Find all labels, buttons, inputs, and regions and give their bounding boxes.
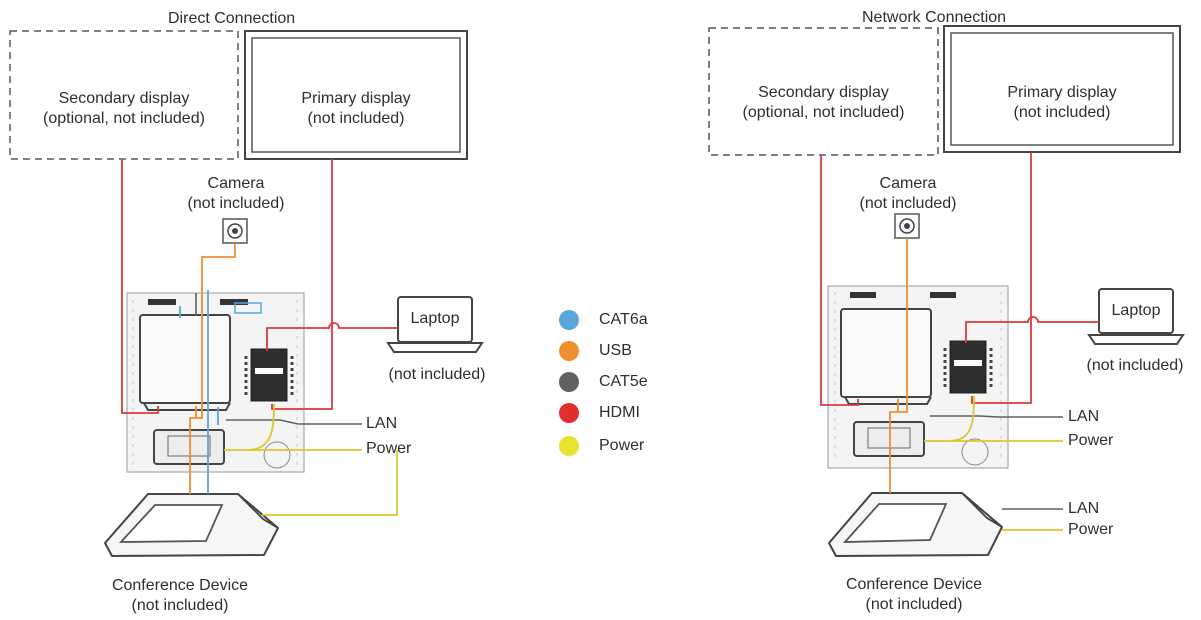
direct-primary-display-line1: Primary display (301, 90, 411, 107)
network-module-direct (244, 348, 294, 402)
direct-connection-diagram (9, 30, 484, 557)
network-conference-device-line1: Conference Device (845, 576, 983, 593)
direct-power-label: Power (366, 440, 412, 457)
network-laptop-screen-label: Laptop (1111, 302, 1161, 319)
network-connection-diagram (708, 25, 1185, 557)
legend-item-cat5e: CAT5e (559, 371, 648, 393)
network-secondary-display-line2: (optional, not included) (742, 104, 905, 121)
direct-laptop-screen-label: Laptop (410, 310, 460, 327)
power-supply-network (853, 421, 925, 457)
direct-primary-display-line2: (not included) (307, 110, 405, 127)
direct-laptop-note: (not included) (388, 366, 486, 383)
direct-conference-device-label: Conference Device (not included) (80, 576, 280, 616)
primary-display-network (943, 25, 1181, 153)
laptop-device-direct (386, 296, 484, 353)
legend-swatch-hdmi (559, 403, 579, 423)
direct-secondary-display-label: Secondary display (optional, not include… (20, 89, 228, 129)
network-secondary-display-line1: Secondary display (758, 84, 889, 101)
network-lan-top-label: LAN (1068, 408, 1100, 425)
cat6a-cables-direct (179, 290, 219, 494)
network-primary-display-line2: (not included) (1013, 104, 1111, 121)
conference-device-direct (104, 493, 279, 557)
direct-camera-label: Camera (not included) (166, 174, 306, 214)
secondary-display-network (708, 27, 939, 156)
direct-camera-line2: (not included) (187, 195, 285, 212)
legend-swatch-cat5e (559, 372, 579, 392)
power-cables-direct (224, 403, 398, 516)
network-connection-title: Network Connection (862, 9, 1007, 26)
direct-connection-title: Direct Connection (168, 10, 296, 27)
network-module-network (943, 340, 993, 394)
network-camera-line2: (not included) (859, 195, 957, 212)
network-conference-device-line2: (not included) (865, 596, 963, 613)
network-secondary-display-label: Secondary display (optional, not include… (716, 83, 931, 123)
direct-primary-display-label: Primary display (not included) (252, 89, 460, 129)
power-cables-network (924, 395, 1063, 531)
legend-item-hdmi: HDMI (559, 402, 640, 424)
network-primary-display-label: Primary display (not included) (951, 83, 1173, 123)
legend-label-hdmi: HDMI (599, 404, 640, 421)
network-laptop-note: (not included) (1086, 357, 1184, 374)
camera-device-direct (222, 218, 248, 244)
legend-label-cat6a: CAT6a (599, 311, 648, 328)
laptop-device-network (1087, 288, 1185, 345)
processor-box-direct (139, 314, 231, 411)
usb-cable-network (889, 238, 908, 493)
cat5e-cables-network (930, 415, 1063, 510)
direct-secondary-display-line1: Secondary display (58, 90, 190, 107)
network-power-bottom-label: Power (1068, 521, 1114, 538)
legend-swatch-cat6a (559, 310, 579, 330)
hdmi-cables-network (820, 152, 1099, 406)
cat5e-cables-direct (195, 293, 362, 425)
direct-camera-line1: Camera (207, 175, 265, 192)
legend-label-usb: USB (599, 342, 632, 359)
legend-swatch-usb (559, 341, 579, 361)
primary-display-direct (244, 30, 468, 160)
direct-conference-device-line1: Conference Device (111, 577, 249, 594)
legend-swatch-power (559, 436, 579, 456)
hdmi-cables-direct (121, 159, 398, 414)
legend-item-power: Power (559, 435, 644, 457)
processor-box-network (840, 308, 932, 405)
power-supply-direct (153, 429, 225, 465)
network-power-top-label: Power (1068, 432, 1114, 449)
usb-cable-direct (189, 243, 236, 494)
direct-lan-label: LAN (366, 415, 398, 432)
camera-device-network (894, 213, 920, 239)
network-camera-label: Camera (not included) (838, 174, 978, 214)
conference-device-network (828, 492, 1003, 557)
legend-item-usb: USB (559, 340, 632, 362)
legend-label-power: Power (599, 437, 645, 454)
direct-conference-device-line2: (not included) (131, 597, 229, 614)
legend-label-cat5e: CAT5e (599, 373, 648, 390)
network-lan-bottom-label: LAN (1068, 500, 1100, 517)
direct-secondary-display-line2: (optional, not included) (43, 110, 205, 127)
network-conference-device-label: Conference Device (not included) (814, 575, 1014, 615)
secondary-display-direct (9, 30, 239, 160)
network-camera-line1: Camera (879, 175, 937, 192)
legend-item-cat6a: CAT6a (559, 309, 648, 331)
network-primary-display-line1: Primary display (1007, 84, 1117, 101)
